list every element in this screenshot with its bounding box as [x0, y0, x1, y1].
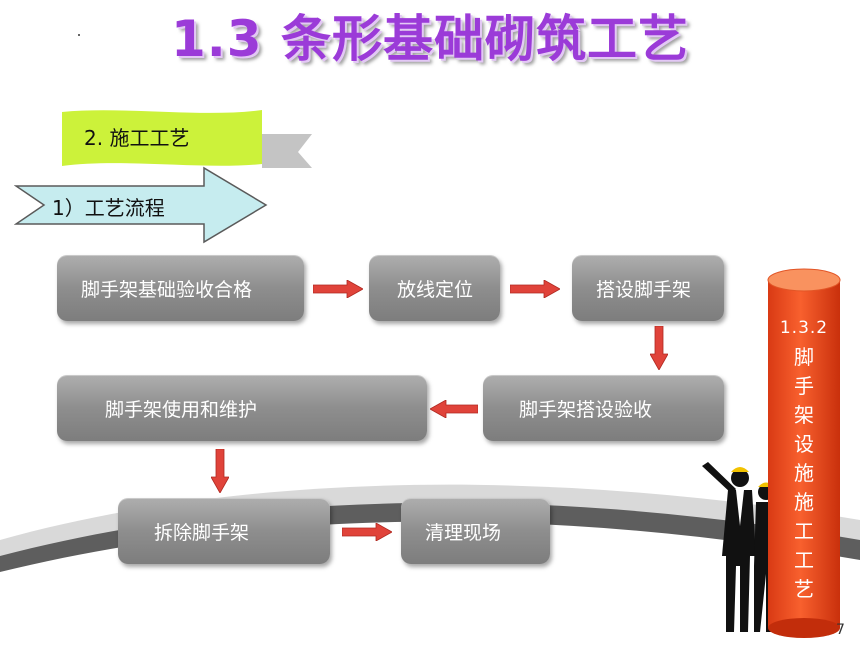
step-erect-scaffold: 搭设脚手架 [572, 255, 724, 321]
step-label: 清理现场 [425, 521, 502, 544]
step-layout-positioning: 放线定位 [369, 255, 500, 321]
step-label: 脚手架使用和维护 [105, 398, 258, 421]
pillar-char: 手 [794, 374, 814, 398]
step-label: 拆除脚手架 [154, 521, 250, 544]
step-use-and-maintain: 脚手架使用和维护 [57, 375, 427, 441]
page-number: 7 [836, 622, 845, 638]
arrow-down-icon [650, 326, 668, 370]
pillar-char: 设 [794, 432, 814, 456]
pillar-char: 脚 [794, 345, 814, 369]
step-label: 脚手架搭设验收 [519, 398, 653, 421]
arrow-down-icon [211, 449, 229, 493]
section-label: 2. 施工工艺 [84, 126, 190, 150]
arrow-right-icon [342, 523, 392, 541]
step-dismantle-scaffold: 拆除脚手架 [118, 498, 330, 564]
pillar-char: 工 [794, 548, 814, 572]
process-arrow-banner [14, 166, 268, 244]
pillar-char: 工 [794, 519, 814, 543]
step-label: 脚手架基础验收合格 [81, 278, 253, 301]
page-title: 1.3 条形基础砌筑工艺 [171, 10, 689, 68]
pillar-char: 艺 [794, 577, 814, 601]
pillar-char: 架 [794, 403, 814, 427]
step-site-cleanup: 清理现场 [401, 498, 550, 564]
dot-mark [78, 34, 80, 36]
section-flag-shape [62, 110, 312, 168]
arrow-left-icon [430, 400, 478, 418]
pillar-number: 1.3.2 [779, 318, 829, 338]
arrow-right-icon [313, 280, 363, 298]
arrow-right-icon [510, 280, 560, 298]
pillar-char: 施 [794, 490, 814, 514]
step-label: 搭设脚手架 [596, 278, 692, 301]
step-label: 放线定位 [397, 278, 474, 301]
step-scaffold-inspection: 脚手架搭设验收 [483, 375, 724, 441]
step-foundation-acceptance: 脚手架基础验收合格 [57, 255, 304, 321]
side-pillar-shape [767, 268, 841, 638]
subsection-label: 1）工艺流程 [52, 196, 165, 220]
pillar-char: 施 [794, 461, 814, 485]
side-pillar-label: 1.3.2 脚 手 架 设 施 施 工 工 艺 [772, 314, 836, 604]
